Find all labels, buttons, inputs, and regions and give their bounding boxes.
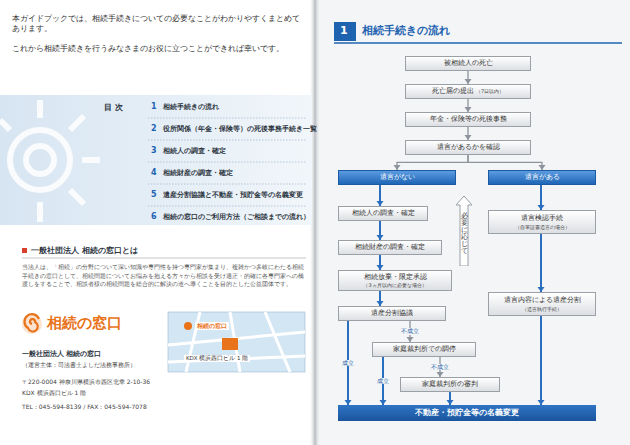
toc-item: 遺産分割協議と不動産・預貯金等の名義変更 (163, 191, 303, 199)
result-band: 不動産・預貯金等の名義変更 (338, 405, 596, 421)
node-text: 不動産・預貯金等の名義変更 (415, 408, 519, 417)
process-box: 家庭裁判所の審判 (400, 377, 500, 392)
node-text: 遺言がない (380, 173, 415, 182)
header-rule (334, 42, 622, 44)
left-page (0, 0, 315, 445)
edge-label: 成立 (376, 378, 390, 385)
connector (538, 316, 545, 405)
branch-band: 遺言がある (488, 170, 596, 185)
node-text: 遺産分割協議 (371, 309, 413, 318)
node-note: （遺言執行手続） (492, 306, 592, 312)
connector (377, 255, 384, 270)
node-note: （自筆証書遺言の場合） (492, 224, 592, 230)
connector (377, 221, 384, 240)
connector (465, 71, 472, 84)
process-box: 相続放棄・限定承認（3ヵ月以内に必要な場合） (338, 270, 452, 291)
toc-item: 相続人の調査・確定 (163, 147, 226, 155)
logo-text: 相続の窓口 (47, 314, 122, 334)
connector-line (468, 155, 542, 170)
heading-rule (22, 258, 306, 259)
connector (377, 185, 384, 206)
process-box: 被相続人の死亡 (405, 56, 531, 71)
node-text: 遺言があるかを確認 (437, 143, 500, 152)
toc-heading: 目 次 (104, 103, 123, 113)
toc-number: 2 (151, 124, 157, 134)
logo-icon (22, 314, 42, 334)
header-number: 1 (340, 24, 348, 38)
node-text: 相続人の調査・確定 (352, 209, 415, 218)
connector (394, 155, 469, 170)
node-text: 遺言検認手続 (521, 214, 563, 223)
node-text: 相続放棄・限定承認 (364, 273, 427, 282)
toc-number: 5 (151, 190, 157, 200)
toc-number: 4 (151, 168, 157, 178)
node-text: 被相続人の死亡 (444, 59, 493, 68)
connector (465, 99, 472, 112)
org-name: 一般社団法人 相続の窓口 (22, 350, 101, 359)
about-heading: 一般社団法人 相続の窓口とは (31, 246, 138, 256)
process-box: 遺言があるかを確認 (405, 140, 531, 155)
access-map (168, 312, 305, 372)
connector-line (397, 155, 468, 170)
process-box: 相続人の調査・確定 (338, 206, 428, 221)
section-title: 相続手続きの流れ (362, 24, 450, 38)
branch-band: 遺言がない (338, 170, 456, 185)
process-box: 遺言検認手続（自筆証書遺言の場合） (488, 210, 596, 234)
about-paragraph: 当法人は、「相続」の分野について深い知識や専門性を持つ専門家が集まり、複雑かつ多… (22, 263, 307, 289)
toc-item: 役所関係（年金・保険等）の死後事務手続き一覧 (163, 125, 317, 133)
intro-text: これから相続手続きを行うみなさまのお役に立つことができれば幸いです。 (12, 44, 304, 54)
toc-item: 相続手続きの流れ (163, 103, 219, 111)
toc-number: 1 (151, 102, 157, 112)
connector (377, 291, 384, 306)
header-number-box (334, 22, 356, 41)
node-text: 家庭裁判所の審判 (422, 380, 478, 389)
process-box: 相続財産の調査・確定 (338, 240, 442, 255)
address-line: KDX 横浜西口ビル 1 階 (22, 389, 86, 397)
heading-bullet (22, 248, 27, 253)
process-box: 死亡届の提出（7日以内） (405, 84, 531, 99)
process-box: 年金・保険等の死後事務 (405, 112, 531, 127)
map-label: KDX 横浜西口ビル 1 階 (184, 355, 250, 362)
map-label: 相続の窓口 (195, 322, 229, 330)
process-box: 遺産分割協議 (338, 306, 446, 321)
connector (468, 155, 546, 170)
node-text: 遺言がある (525, 173, 560, 182)
process-box: 遺言内容による遺産分割（遺言執行手続） (488, 292, 596, 316)
node-text: 死亡届の提出 (432, 87, 474, 96)
connector (447, 392, 454, 405)
right-page (315, 0, 630, 445)
edge-label: 不成立 (400, 328, 420, 335)
node-text: 遺言内容による遺産分割 (504, 296, 581, 305)
address-line: （運営主体：司法書士よしだ法務事務所） (22, 362, 136, 369)
toc-panel (0, 95, 312, 225)
connector-line (540, 234, 542, 292)
connector (538, 185, 545, 210)
node-note: （3ヵ月以内に必要な場合） (342, 282, 448, 288)
connector (465, 127, 472, 140)
node-text: 年金・保険等の死後事務 (430, 115, 507, 124)
edge-label: 成立 (341, 360, 355, 367)
sun-swirl (0, 100, 100, 222)
arrow-outline (456, 196, 472, 266)
toc-item: 相続の窓口のご利用方法（ご相談までの流れ） (163, 213, 310, 221)
toc-number: 6 (151, 212, 157, 222)
toc-number: 3 (151, 146, 157, 156)
toc-item: 相続財産の調査・確定 (163, 169, 233, 177)
process-box: 家庭裁判所での調停 (372, 342, 476, 357)
node-text: 家庭裁判所での調停 (393, 345, 456, 354)
edge-label: 不成立 (430, 364, 450, 371)
connector (538, 234, 545, 292)
connector-line (540, 316, 542, 405)
node-text: 相続財産の調査・確定 (355, 243, 425, 252)
address-line: TEL：045-594-8139 / FAX：045-594-7078 (22, 403, 147, 411)
intro-text: 本ガイドブックでは、相続手続きについての必要なことがわかりやすくまとめてあります… (12, 14, 304, 34)
optional-arrow: 必要に応じて (456, 196, 472, 266)
address-line: 〒220-0004 神奈川県横浜市西区北幸 2-10-36 (22, 378, 150, 386)
node-note: （7日以内） (476, 88, 504, 94)
node-text: 必要に応じて (461, 213, 468, 256)
